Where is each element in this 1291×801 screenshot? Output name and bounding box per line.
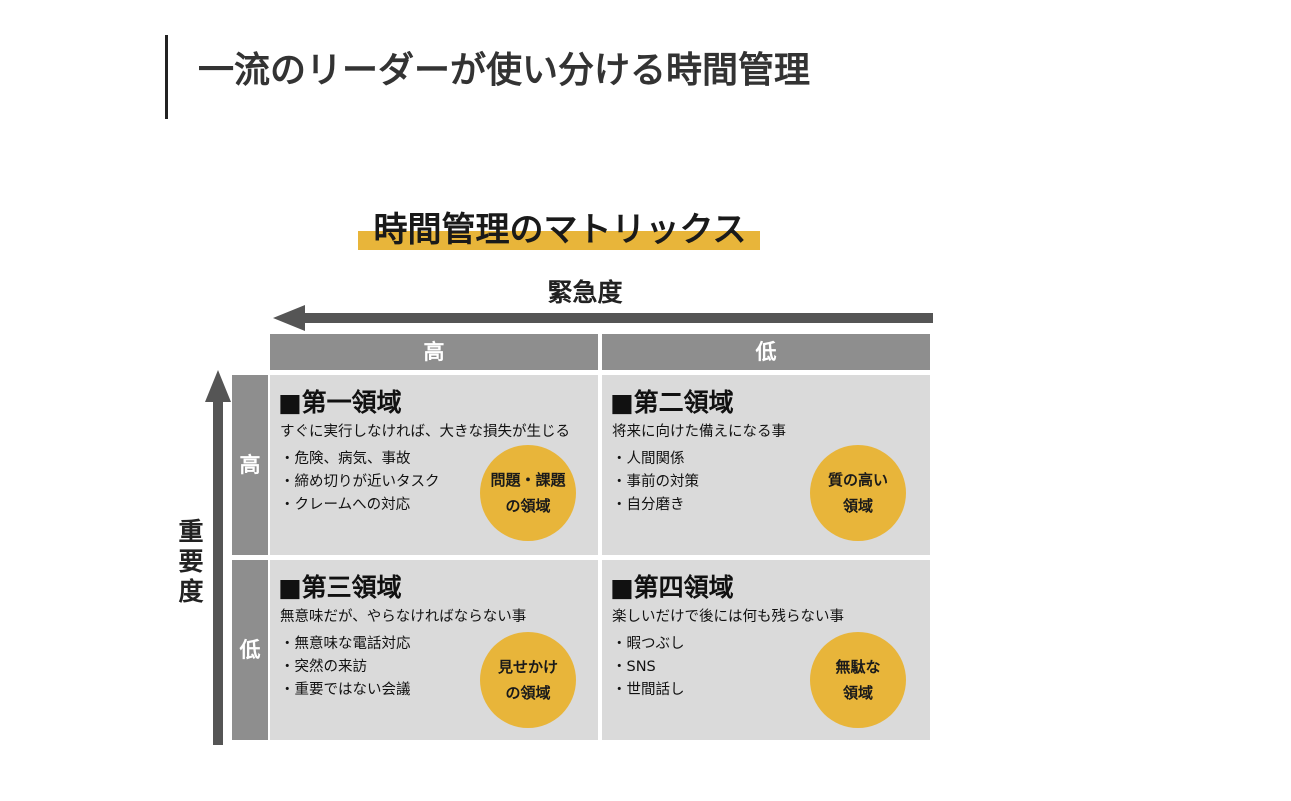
quadrant-description: 将来に向けた備えになる事	[612, 424, 786, 440]
badge-line: 見せかけ	[497, 658, 558, 676]
list-item: ・人間関係	[612, 451, 685, 467]
quadrant-2: ■第二領域 将来に向けた備えになる事 ・人間関係 ・事前の対策 ・自分磨き 質の…	[602, 375, 930, 555]
list-item: ・重要ではない会議	[280, 682, 411, 698]
list-item: ・自分磨き	[612, 497, 685, 513]
list-item: ・危険、病気、事故	[280, 451, 411, 467]
quadrant-badge: 無駄な 領域	[810, 632, 906, 728]
quadrant-item-list: ・無意味な電話対応 ・突然の来訪 ・重要ではない会議	[280, 633, 411, 702]
badge-line: の領域	[505, 684, 551, 702]
list-item: ・無意味な電話対応	[280, 636, 411, 652]
list-item: ・事前の対策	[612, 474, 699, 490]
urgency-arrow-icon	[273, 305, 933, 331]
list-item: ・世間話し	[612, 682, 685, 698]
quadrant-title: ■第一領域	[278, 388, 402, 417]
column-header-high: 高	[270, 334, 598, 370]
quadrant-4: ■第四領域 楽しいだけで後には何も残らない事 ・暇つぶし ・SNS ・世間話し …	[602, 560, 930, 740]
title-highlight	[358, 231, 760, 250]
quadrant-item-list: ・暇つぶし ・SNS ・世間話し	[612, 633, 685, 702]
list-item: ・突然の来訪	[280, 659, 367, 675]
badge-line: 領域	[842, 684, 873, 702]
badge-line: の領域	[505, 497, 551, 515]
badge-line: 無駄な	[835, 658, 881, 676]
quadrant-badge: 質の高い 領域	[810, 445, 906, 541]
page-heading: 一流のリーダーが使い分ける時間管理	[165, 35, 810, 119]
list-item: ・暇つぶし	[612, 636, 685, 652]
urgency-axis-label: 緊急度	[547, 278, 623, 307]
badge-line: 領域	[842, 497, 873, 515]
badge-line: 質の高い	[827, 471, 888, 489]
badge-line: 問題・課題	[490, 471, 566, 489]
quadrant-item-list: ・危険、病気、事故 ・締め切りが近いタスク ・クレームへの対応	[280, 448, 440, 517]
matrix-title: 時間管理のマトリックス	[373, 210, 747, 250]
quadrant-description: 無意味だが、やらなければならない事	[280, 609, 527, 625]
quadrant-title: ■第二領域	[610, 388, 734, 417]
quadrant-1: ■第一領域 すぐに実行しなければ、大きな損失が生じる ・危険、病気、事故 ・締め…	[270, 375, 598, 555]
quadrant-title: ■第三領域	[278, 573, 402, 602]
quadrant-3: ■第三領域 無意味だが、やらなければならない事 ・無意味な電話対応 ・突然の来訪…	[270, 560, 598, 740]
quadrant-description: すぐに実行しなければ、大きな損失が生じる	[280, 424, 570, 440]
importance-arrow-icon	[205, 370, 231, 745]
importance-axis-text: 重要度	[178, 517, 204, 606]
list-item: ・締め切りが近いタスク	[280, 474, 440, 490]
quadrant-badge: 問題・課題 の領域	[480, 445, 576, 541]
quadrant-description: 楽しいだけで後には何も残らない事	[612, 609, 844, 625]
importance-axis-label: 重要度	[173, 517, 209, 607]
quadrant-title: ■第四領域	[610, 573, 734, 602]
quadrant-item-list: ・人間関係 ・事前の対策 ・自分磨き	[612, 448, 699, 517]
time-management-matrix: 時間管理のマトリックス 緊急度 重要度 高 低 高 低 ■第一領域 すぐに実行し…	[165, 180, 935, 765]
page-title: 一流のリーダーが使い分ける時間管理	[198, 50, 811, 91]
row-header-low: 低	[232, 560, 268, 740]
list-item: ・SNS	[612, 659, 656, 675]
list-item: ・クレームへの対応	[280, 497, 411, 513]
quadrant-badge: 見せかけ の領域	[480, 632, 576, 728]
column-header-low: 低	[602, 334, 930, 370]
row-header-high: 高	[232, 375, 268, 555]
